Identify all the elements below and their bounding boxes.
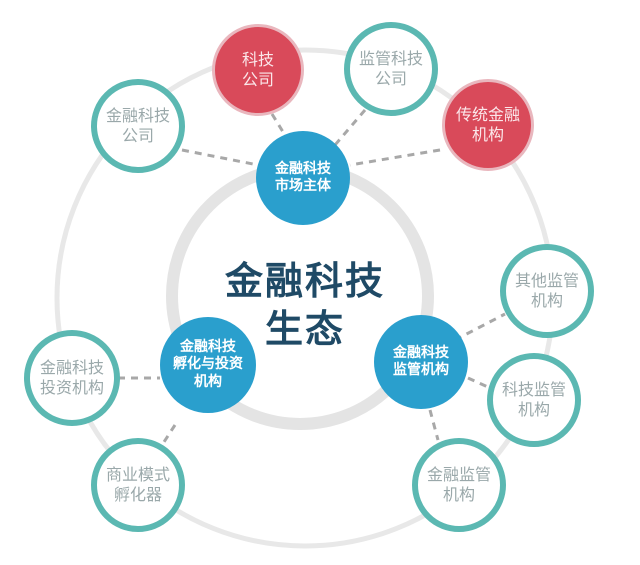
node-label-line: 公司 [121,126,154,145]
node-label-line: 公司 [241,70,274,89]
hub-label-line: 市场主体 [275,178,331,194]
hub-fintech-incubation-investment: 金融科技 孵化与投资 机构 [160,317,256,413]
node-label-line: 金融科技 [39,358,104,377]
node-label-line: 监管科技 [358,49,423,68]
connector-regulation-other [454,312,506,342]
hub-label-line: 监管机构 [393,362,449,378]
node-finance-regulators: 金融监管 机构 [412,438,506,532]
node-label-line: 传统金融 [455,105,520,124]
connector-regulation-finance [428,409,440,441]
connector-incubation-incubator [160,424,177,446]
hub-label-line: 金融科技 [393,344,449,361]
node-label-line: 机构 [517,400,550,419]
hub-label-line: 金融科技 [180,338,236,355]
node-business-model-incubator: 商业模式 孵化器 [91,438,185,532]
hub-fintech-regulators: 金融科技 监管机构 [374,315,468,409]
node-label-line: 金融监管 [426,465,491,484]
connectors [118,109,506,446]
node-label-line: 科技 [241,50,274,69]
node-label-line: 机构 [442,485,475,504]
node-tech-regulators: 科技监管 机构 [487,353,581,447]
connector-market-fintech-company [181,148,259,167]
node-regtech-company: 监管科技 公司 [344,22,438,116]
title-line-2: 生态 [264,306,345,351]
node-label-line: 机构 [530,291,563,310]
hub-label-line: 机构 [194,373,222,390]
node-traditional-finance-institution: 传统金融 机构 [442,79,534,171]
connector-market-tech-company [270,113,290,141]
node-label-line: 机构 [471,125,504,144]
node-label-line: 孵化器 [113,485,162,504]
node-tech-company: 科技 公司 [212,24,304,116]
node-label-line: 其他监管 [514,271,579,290]
hub-fintech-market-entities: 金融科技 市场主体 [256,131,350,225]
hub-label-line: 金融科技 [275,160,331,177]
node-label-line: 科技监管 [501,380,566,399]
node-fintech-investment-institutions: 金融科技 投资机构 [24,330,120,426]
node-label-line: 公司 [374,69,407,88]
ecosystem-title: 金融科技 生态 [200,258,410,353]
node-label-line: 商业模式 [105,465,170,484]
connector-market-traditional-finance [349,148,441,167]
node-label-line: 金融科技 [105,106,170,125]
node-other-regulators: 其他监管 机构 [500,244,594,338]
title-line-1: 金融科技 [224,259,385,303]
hub-label-line: 孵化与投资 [173,356,243,373]
connector-market-regtech-company [333,109,367,146]
node-fintech-company: 金融科技 公司 [91,79,185,173]
node-label-line: 投资机构 [39,378,104,397]
connector-regulation-tech [467,376,491,390]
